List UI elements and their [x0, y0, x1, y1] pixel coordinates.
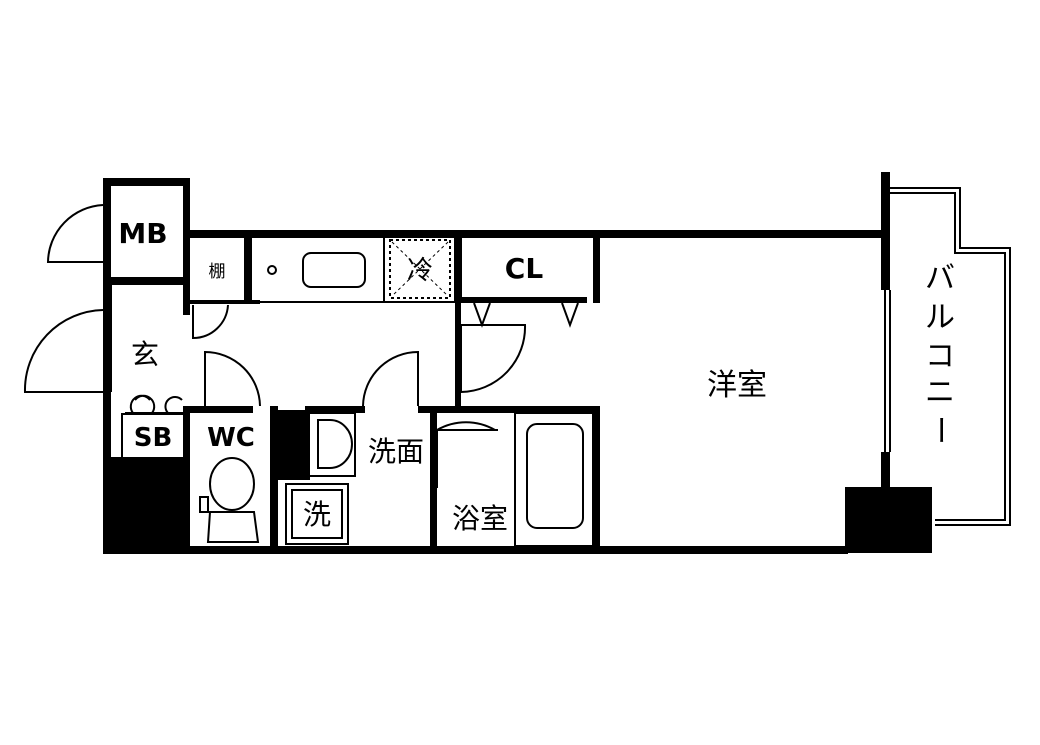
label-balcony-1: バ: [925, 261, 955, 296]
label-washer: 洗: [303, 498, 331, 531]
bath-door: [436, 421, 496, 488]
wc-door: [204, 350, 261, 407]
solid-blocks: [103, 410, 932, 553]
label-washroom: 洗面: [368, 435, 424, 468]
mb-right: [183, 178, 190, 277]
closet-left: [455, 237, 462, 303]
entrance-right: [183, 285, 190, 315]
sink-basin: [302, 252, 366, 288]
label-bathroom: 浴室: [452, 502, 508, 535]
label-balcony-3: コ: [925, 339, 955, 374]
label-closet: CL: [505, 252, 544, 285]
label-western-room: 洋室: [707, 368, 767, 403]
bath-right: [593, 406, 600, 554]
entrance-door: [23, 309, 104, 393]
wet-area-top-2: [305, 406, 365, 413]
shelf-right: [244, 237, 251, 302]
washer-pan-inner: [291, 489, 343, 539]
vanity: [310, 412, 356, 477]
stove-burner: [267, 265, 277, 275]
wall-south: [103, 546, 848, 554]
wet-area-top: [183, 406, 253, 413]
label-mb: MB: [118, 217, 167, 250]
wall-east-upper: [881, 172, 890, 290]
closet-door-arrows: [473, 302, 579, 328]
label-balcony-4: ニ: [925, 375, 955, 410]
wet-area-top-3: [418, 406, 600, 413]
shoe-box-outline: [121, 413, 185, 459]
kitchen-partition: [190, 300, 260, 304]
toilet-tank: [199, 496, 209, 513]
wc-right: [270, 406, 278, 554]
wall-north: [183, 230, 888, 238]
toilet-bowl: [209, 457, 255, 511]
balcony-rail: [890, 187, 1011, 526]
label-entrance: 玄: [131, 338, 159, 371]
label-fridge: 冷: [407, 256, 433, 286]
label-balcony-5: ー: [922, 415, 957, 445]
pillar-sw: [103, 457, 190, 553]
washer-pan-outer: [285, 483, 349, 545]
basin: [317, 419, 353, 469]
walls: [103, 172, 890, 554]
room-labels: MB 棚 冷 CL 玄 SB WC 洗面 洗 浴室 洋室 バ ル コ ニ ー: [118, 217, 957, 535]
label-toilet: WC: [207, 423, 255, 453]
bathtub-inner: [526, 423, 584, 529]
mb-bottom: [103, 277, 190, 285]
washroom-right: [430, 406, 437, 554]
label-shelf: 棚: [209, 262, 226, 282]
wall-west: [103, 178, 111, 554]
room-door: [460, 324, 527, 393]
closet-right: [593, 237, 600, 303]
label-shoe-box: SB: [134, 423, 173, 453]
kitchen-door-post: [455, 303, 461, 408]
bathtub-outer: [514, 412, 594, 547]
mb-top: [103, 178, 190, 186]
label-balcony-2: ル: [925, 300, 955, 335]
closet-bottom: [457, 297, 587, 303]
wall-east-lower: [881, 452, 890, 492]
washroom-door: [362, 350, 419, 407]
toilet-seat: [206, 511, 260, 543]
lines: [110, 187, 1011, 547]
pillar-se: [845, 487, 932, 553]
mb-door: [46, 204, 104, 263]
kitchen-counter: [250, 236, 456, 303]
shelf-door: [192, 304, 229, 340]
wc-left: [183, 406, 190, 554]
fridge-box: [389, 239, 451, 299]
door-swings: [23, 204, 527, 488]
balcony-rail-inner: [890, 192, 1006, 521]
sb-doors: [129, 394, 183, 414]
